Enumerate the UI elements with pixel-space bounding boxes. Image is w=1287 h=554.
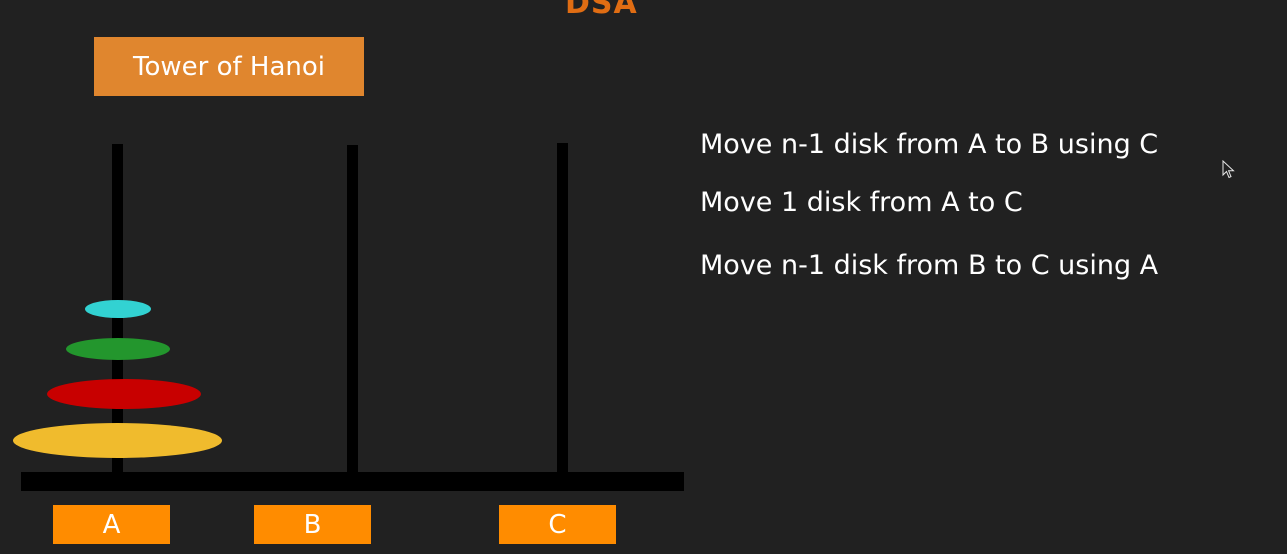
title-banner: Tower of Hanoi	[94, 37, 364, 96]
rod-label-a: A	[53, 505, 170, 544]
rod-label-c: C	[499, 505, 616, 544]
disk-3[interactable]	[66, 338, 170, 360]
disk-2[interactable]	[47, 379, 201, 409]
disk-4[interactable]	[85, 300, 151, 318]
tower-base	[21, 472, 684, 491]
disk-1[interactable]	[13, 423, 222, 458]
step-3: Move n-1 disk from B to C using A	[700, 250, 1159, 281]
step-1: Move n-1 disk from A to B using C	[700, 129, 1159, 160]
rod-c	[557, 143, 568, 474]
rod-b	[347, 145, 358, 474]
mouse-pointer-icon	[1222, 160, 1235, 179]
step-2: Move 1 disk from A to C	[700, 187, 1023, 218]
rod-label-b: B	[254, 505, 371, 544]
brand-logo-text: DSA	[565, 0, 638, 21]
